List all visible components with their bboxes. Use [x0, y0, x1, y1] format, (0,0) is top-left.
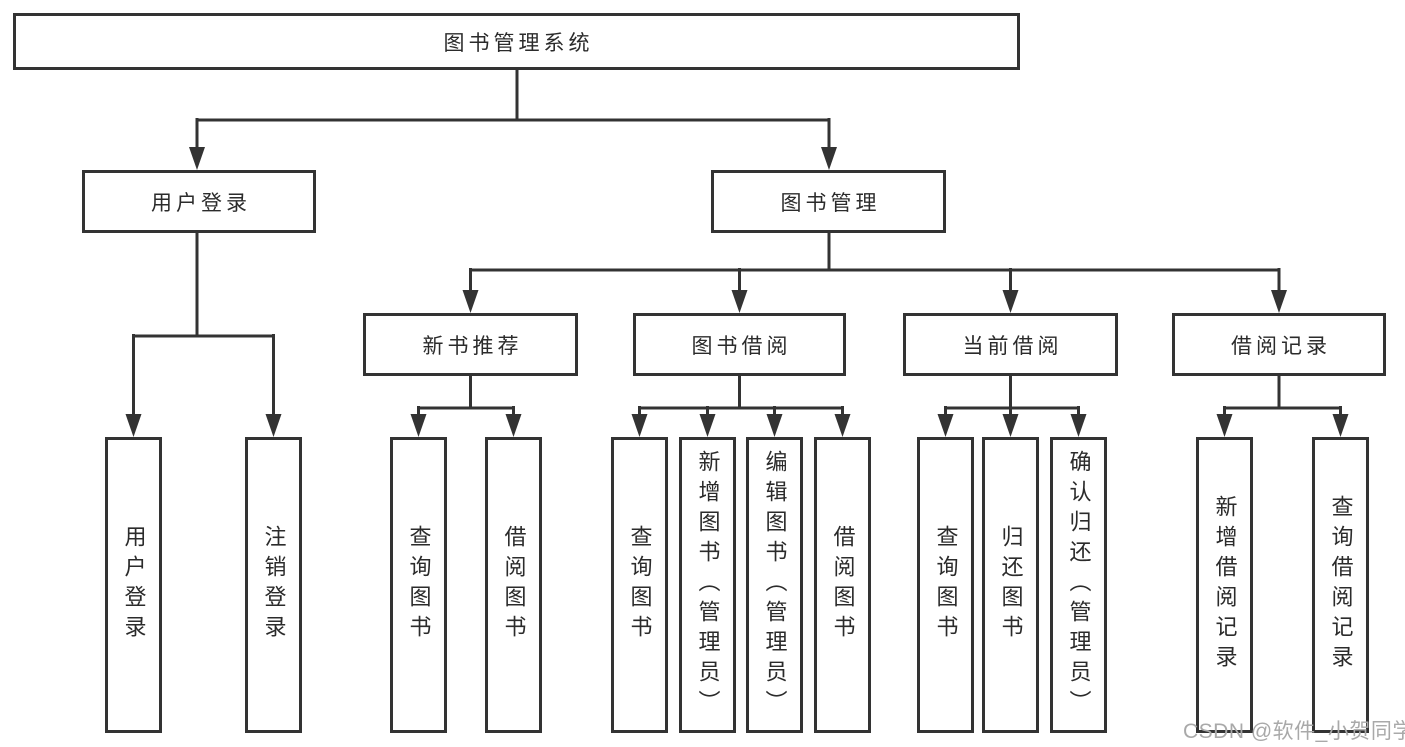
node-label: 借阅记录 — [1231, 334, 1331, 358]
node-label: 借阅图书 — [501, 525, 527, 645]
node-user-login: 用户登录 — [82, 170, 316, 233]
node-label: 查询借阅记录 — [1328, 495, 1354, 675]
leaf-confirm-return-admin: 确认归还（管理员） — [1050, 437, 1107, 733]
node-label: 注销登录 — [261, 525, 287, 645]
leaf-edit-books-admin: 编辑图书（管理员） — [746, 437, 803, 733]
node-label: 当前借阅 — [962, 334, 1063, 358]
leaf-borrow-books: 借阅图书 — [814, 437, 871, 733]
connector-book-borrow-branch — [631, 375, 851, 437]
node-label: 确认归还（管理员） — [1066, 450, 1092, 720]
leaf-query-borrow-record: 查询借阅记录 — [1312, 437, 1369, 733]
node-label: 新书推荐 — [422, 334, 523, 358]
csdn-watermark: CSDN @软件_小贺同学 — [1183, 720, 1405, 743]
node-library-management-system: 图书管理系统 — [13, 13, 1020, 70]
node-label: 查询图书 — [406, 525, 432, 645]
node-current-borrowing: 当前借阅 — [903, 313, 1118, 376]
connector-book-management-branch — [462, 232, 1287, 313]
leaf-add-books-admin: 新增图书（管理员） — [679, 437, 736, 733]
leaf-logout: 注销登录 — [245, 437, 302, 733]
leaf-user-login: 用户登录 — [105, 437, 162, 733]
node-label: 新增借阅记录 — [1212, 495, 1238, 675]
node-label: 用户登录 — [121, 525, 147, 645]
node-label: 编辑图书（管理员） — [762, 450, 788, 720]
node-label: 查询图书 — [933, 525, 959, 645]
node-label: 用户登录 — [151, 191, 251, 215]
leaf-query-books-current: 查询图书 — [917, 437, 974, 733]
connector-user-login-branch — [125, 232, 282, 437]
node-label: 归还图书 — [998, 525, 1024, 645]
connector-new-book-branch — [410, 375, 522, 437]
leaf-borrow-books-newrec: 借阅图书 — [485, 437, 542, 733]
node-book-borrowing: 图书借阅 — [633, 313, 846, 376]
node-book-management: 图书管理 — [711, 170, 946, 233]
connector-current-borrow-branch — [937, 375, 1087, 437]
node-new-book-recommendation: 新书推荐 — [363, 313, 578, 376]
leaf-return-books: 归还图书 — [982, 437, 1039, 733]
node-label: 借阅图书 — [830, 525, 856, 645]
leaf-add-borrow-record: 新增借阅记录 — [1196, 437, 1253, 733]
node-label: 图书管理 — [780, 191, 881, 215]
connector-borrow-records-branch — [1216, 375, 1349, 437]
node-label: 查询图书 — [627, 525, 653, 645]
connector-root-to-level2 — [189, 69, 837, 170]
leaf-query-books-newrec: 查询图书 — [390, 437, 447, 733]
node-label: 新增图书（管理员） — [695, 450, 721, 720]
leaf-query-books-borrow: 查询图书 — [611, 437, 668, 733]
node-label: 图书借阅 — [691, 334, 792, 358]
node-label: 图书管理系统 — [443, 31, 594, 55]
node-borrowing-records: 借阅记录 — [1172, 313, 1386, 376]
